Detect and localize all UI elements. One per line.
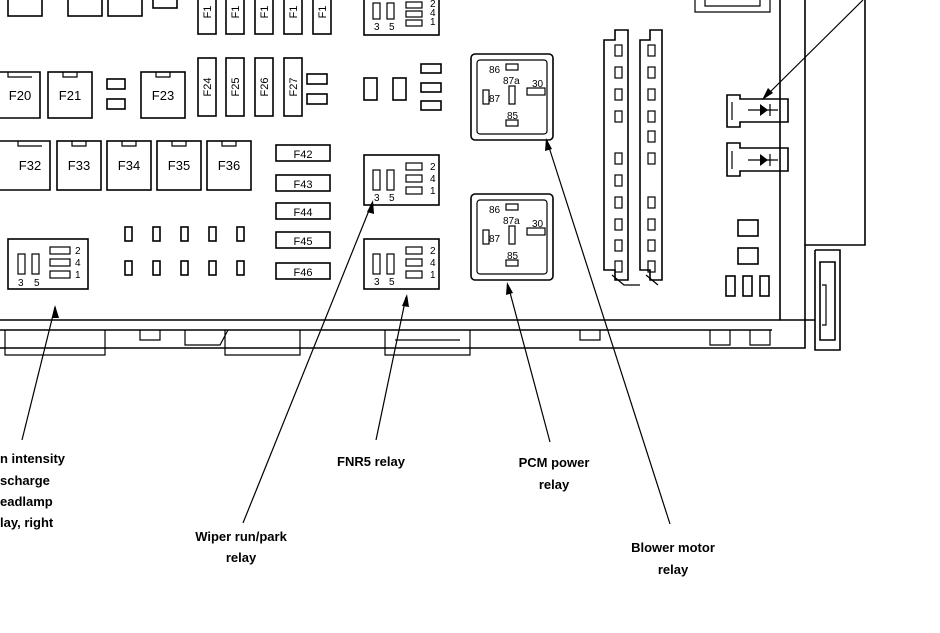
relay-pin-label: 87a	[503, 216, 520, 227]
relay-small-top: 2 4 1 3 5	[363, 0, 440, 36]
pcm-power-relay: 86 87a 87 30 85	[470, 193, 554, 281]
relay-pin-label: 5	[34, 278, 40, 289]
diode-lower	[726, 142, 789, 177]
relay-pin-label: 4	[75, 258, 81, 269]
fuse-column-vertical: F24 F25 F26 F27	[197, 57, 328, 117]
hid-relay: 2 4 1 3 5	[7, 238, 89, 290]
mini-fuse-column: F42 F43 F44 F45 F46	[275, 144, 331, 280]
callout-line: Blower motor	[631, 540, 715, 555]
top-fuse-row: F1 F1 F1 F1 F1	[7, 0, 332, 35]
fuse-label: F44	[294, 207, 313, 219]
relay-pin-label: 30	[532, 219, 544, 230]
fuse-label: F32	[19, 158, 41, 173]
relay-pin-label: 1	[430, 17, 436, 28]
callout-fnr5-relay: FNR5 relay	[337, 454, 406, 469]
callout-line: relay	[226, 550, 257, 565]
relay-pin-label: 30	[532, 79, 544, 90]
fuse-label: F27	[288, 78, 300, 97]
relay-pin-label: 2	[430, 162, 436, 173]
relay-pin-label: 5	[389, 22, 395, 33]
relay-pin-label: 3	[374, 277, 380, 288]
callout-line: relay	[539, 477, 570, 492]
relay-pin-label: 3	[374, 22, 380, 33]
fuse-label: F26	[259, 78, 271, 97]
relay-pin-label: 4	[430, 258, 436, 269]
callout-line: scharge	[0, 473, 50, 488]
relay-pin-label: 1	[430, 186, 436, 197]
relay-pin-label: 3	[18, 278, 24, 289]
blower-motor-relay: 86 87a 87 30 85	[470, 53, 554, 141]
relay-pin-label: 86	[489, 65, 501, 76]
relay-pin-label: 87	[489, 234, 501, 245]
relay-pin-label: 2	[75, 246, 81, 257]
relay-pin-label: 85	[507, 251, 519, 262]
terminal-block-right	[725, 219, 770, 297]
fuse-label: F25	[230, 78, 242, 97]
callout-line: relay	[658, 562, 689, 577]
callout-line: Wiper run/park	[195, 529, 287, 544]
fuse-row-f20: F20 F21 F23	[0, 71, 186, 119]
callout-line: PCM power	[519, 455, 590, 470]
fuse-label: F46	[294, 267, 313, 279]
diode-upper	[726, 94, 789, 128]
housing-outline	[0, 0, 866, 356]
callout-pcm-relay: PCM power relay	[519, 455, 590, 492]
relay-pin-label: 85	[507, 111, 519, 122]
fuse-label: F1	[317, 6, 329, 19]
relay-pin-label: 1	[430, 270, 436, 281]
fuse-label: F21	[59, 88, 81, 103]
fuse-label: F1	[259, 6, 271, 19]
relay-pin-label: 3	[374, 193, 380, 204]
fuse-label: F35	[168, 158, 190, 173]
fuse-label: F20	[9, 88, 31, 103]
callout-blower-relay: Blower motor relay	[631, 540, 715, 577]
fuse-row-f32: F32 F33 F34 F35 F36	[0, 140, 252, 191]
relay-pin-label: 87a	[503, 76, 520, 87]
relay-socket-blank	[363, 63, 442, 111]
relay-pin-label: 4	[430, 8, 436, 19]
relay-pin-label: 1	[75, 270, 81, 281]
callout-wiper-relay: Wiper run/park relay	[195, 529, 287, 565]
relay-pin-label: 5	[389, 277, 395, 288]
relay-pin-label: 5	[389, 193, 395, 204]
terminal-pins	[124, 226, 245, 276]
relay-pin-label: 86	[489, 205, 501, 216]
callout-line: eadlamp	[0, 494, 53, 509]
relay-pin-label: 87	[489, 94, 501, 105]
fuse-label: F45	[294, 236, 313, 248]
callout-leaders	[21, 0, 864, 525]
relay-pin-label: 2	[430, 0, 436, 10]
fuse-label: F36	[218, 158, 240, 173]
fuse-label: F33	[68, 158, 90, 173]
fuse-label: F1	[230, 6, 242, 19]
callout-hid-relay: n intensity scharge eadlamp lay, right	[0, 451, 66, 530]
fuse-label: F1	[288, 6, 300, 19]
fuse-label: F1	[202, 6, 214, 19]
callout-line: lay, right	[0, 515, 54, 530]
fuse-label: F24	[202, 78, 214, 97]
wiper-relay: 2 4 1 3 5	[363, 154, 440, 206]
fuse-label: F42	[294, 149, 313, 161]
callout-line: n intensity	[0, 451, 66, 466]
connector-strips	[603, 29, 663, 286]
fnr5-relay: 2 4 1 3 5	[363, 238, 440, 290]
fuse-label: F34	[118, 158, 140, 173]
fuse-f23-label: F23	[152, 88, 174, 103]
fuse-label: F43	[294, 179, 313, 191]
relay-pin-label: 2	[430, 246, 436, 257]
relay-pin-label: 4	[430, 174, 436, 185]
callout-line: FNR5 relay	[337, 454, 406, 469]
